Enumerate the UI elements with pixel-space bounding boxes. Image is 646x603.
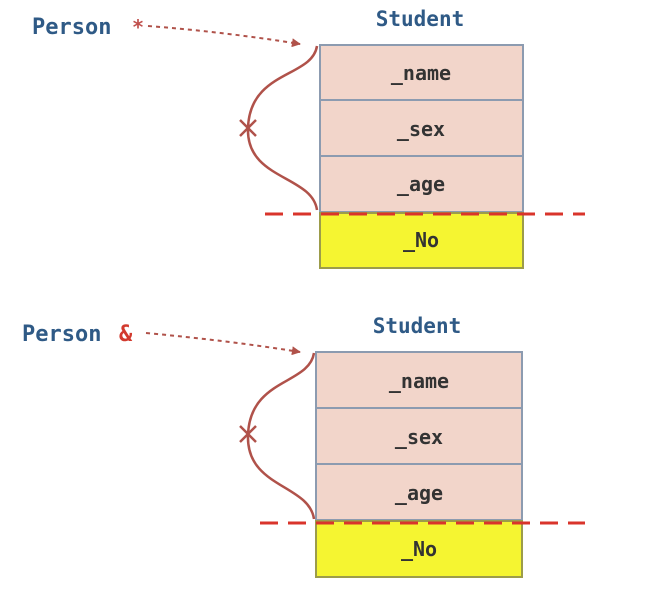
field-label: _name [391,61,451,85]
field-box [315,520,523,578]
base-fields: _name _sex _age [315,351,523,521]
diagram-pointer: Person * [32,15,301,48]
pointer-suffix: & [119,322,133,347]
derived-fields: _No [315,520,523,578]
pointer-suffix: * [132,15,144,39]
pointer-arrow [147,25,301,48]
field-label: _age [397,172,445,196]
diagram-pointer: Person & [22,322,301,356]
field-box [315,351,523,409]
field-label: _name [389,369,449,393]
struct-title: Student [376,7,465,31]
pointer-arrow [145,332,301,356]
field-box [319,44,524,101]
field-box [315,463,523,521]
brace [239,45,319,211]
base-fields: _name _sex _age [319,44,524,213]
pointer-label: Person [22,322,101,347]
derived-fields: _No [319,212,524,269]
pointer-label: Person [32,15,111,40]
field-label: _No [403,228,439,252]
brace [239,352,316,520]
field-box [319,99,524,157]
field-label: _sex [395,425,443,449]
field-box [319,212,524,269]
struct-title: Student [373,314,462,338]
field-label: _sex [397,117,445,141]
field-label: _No [401,537,437,561]
field-box [315,407,523,465]
field-label: _age [395,481,443,505]
